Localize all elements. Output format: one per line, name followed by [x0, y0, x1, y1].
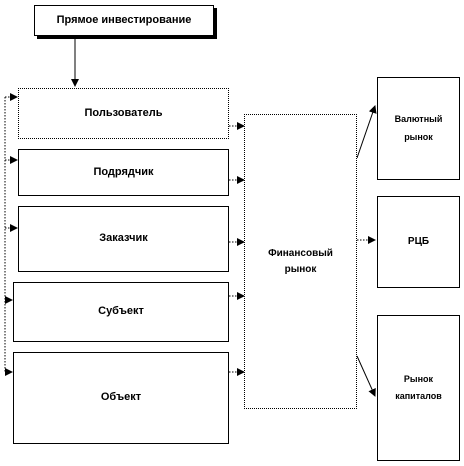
participant-object-box: Объект	[13, 352, 229, 444]
direct-investment-label: Прямое инвестирование	[56, 13, 192, 26]
arrow-market-to-capital	[356, 355, 376, 397]
participant-contractor-box: Подрядчик	[18, 149, 229, 196]
capital-market-box: Рынок капиталов	[377, 315, 460, 461]
currency-market-box: Валютный рынок	[377, 77, 460, 180]
participant-subject-box: Субъект	[13, 282, 229, 342]
currency-market-label: Валютный рынок	[394, 114, 443, 142]
participant-object-label: Объект	[100, 391, 142, 404]
securities-market-label: РЦБ	[407, 236, 430, 247]
participant-contractor-label: Подрядчик	[93, 165, 154, 178]
participant-user-label: Пользователь	[84, 106, 163, 119]
participant-customer-box: Заказчик	[18, 206, 229, 272]
financial-market-box: Финансовый рынок	[244, 114, 357, 409]
arrow-market-to-currency	[356, 105, 377, 159]
securities-market-box: РЦБ	[377, 196, 460, 288]
participant-customer-label: Заказчик	[99, 232, 148, 245]
participant-user-box: Пользователь	[18, 88, 229, 139]
participant-subject-label: Субъект	[98, 305, 144, 318]
financial-market-label: Финансовый рынок	[268, 247, 333, 275]
direct-investment-box: Прямое инвестирование	[34, 5, 214, 36]
capital-market-label: Рынок капиталов	[395, 373, 442, 401]
